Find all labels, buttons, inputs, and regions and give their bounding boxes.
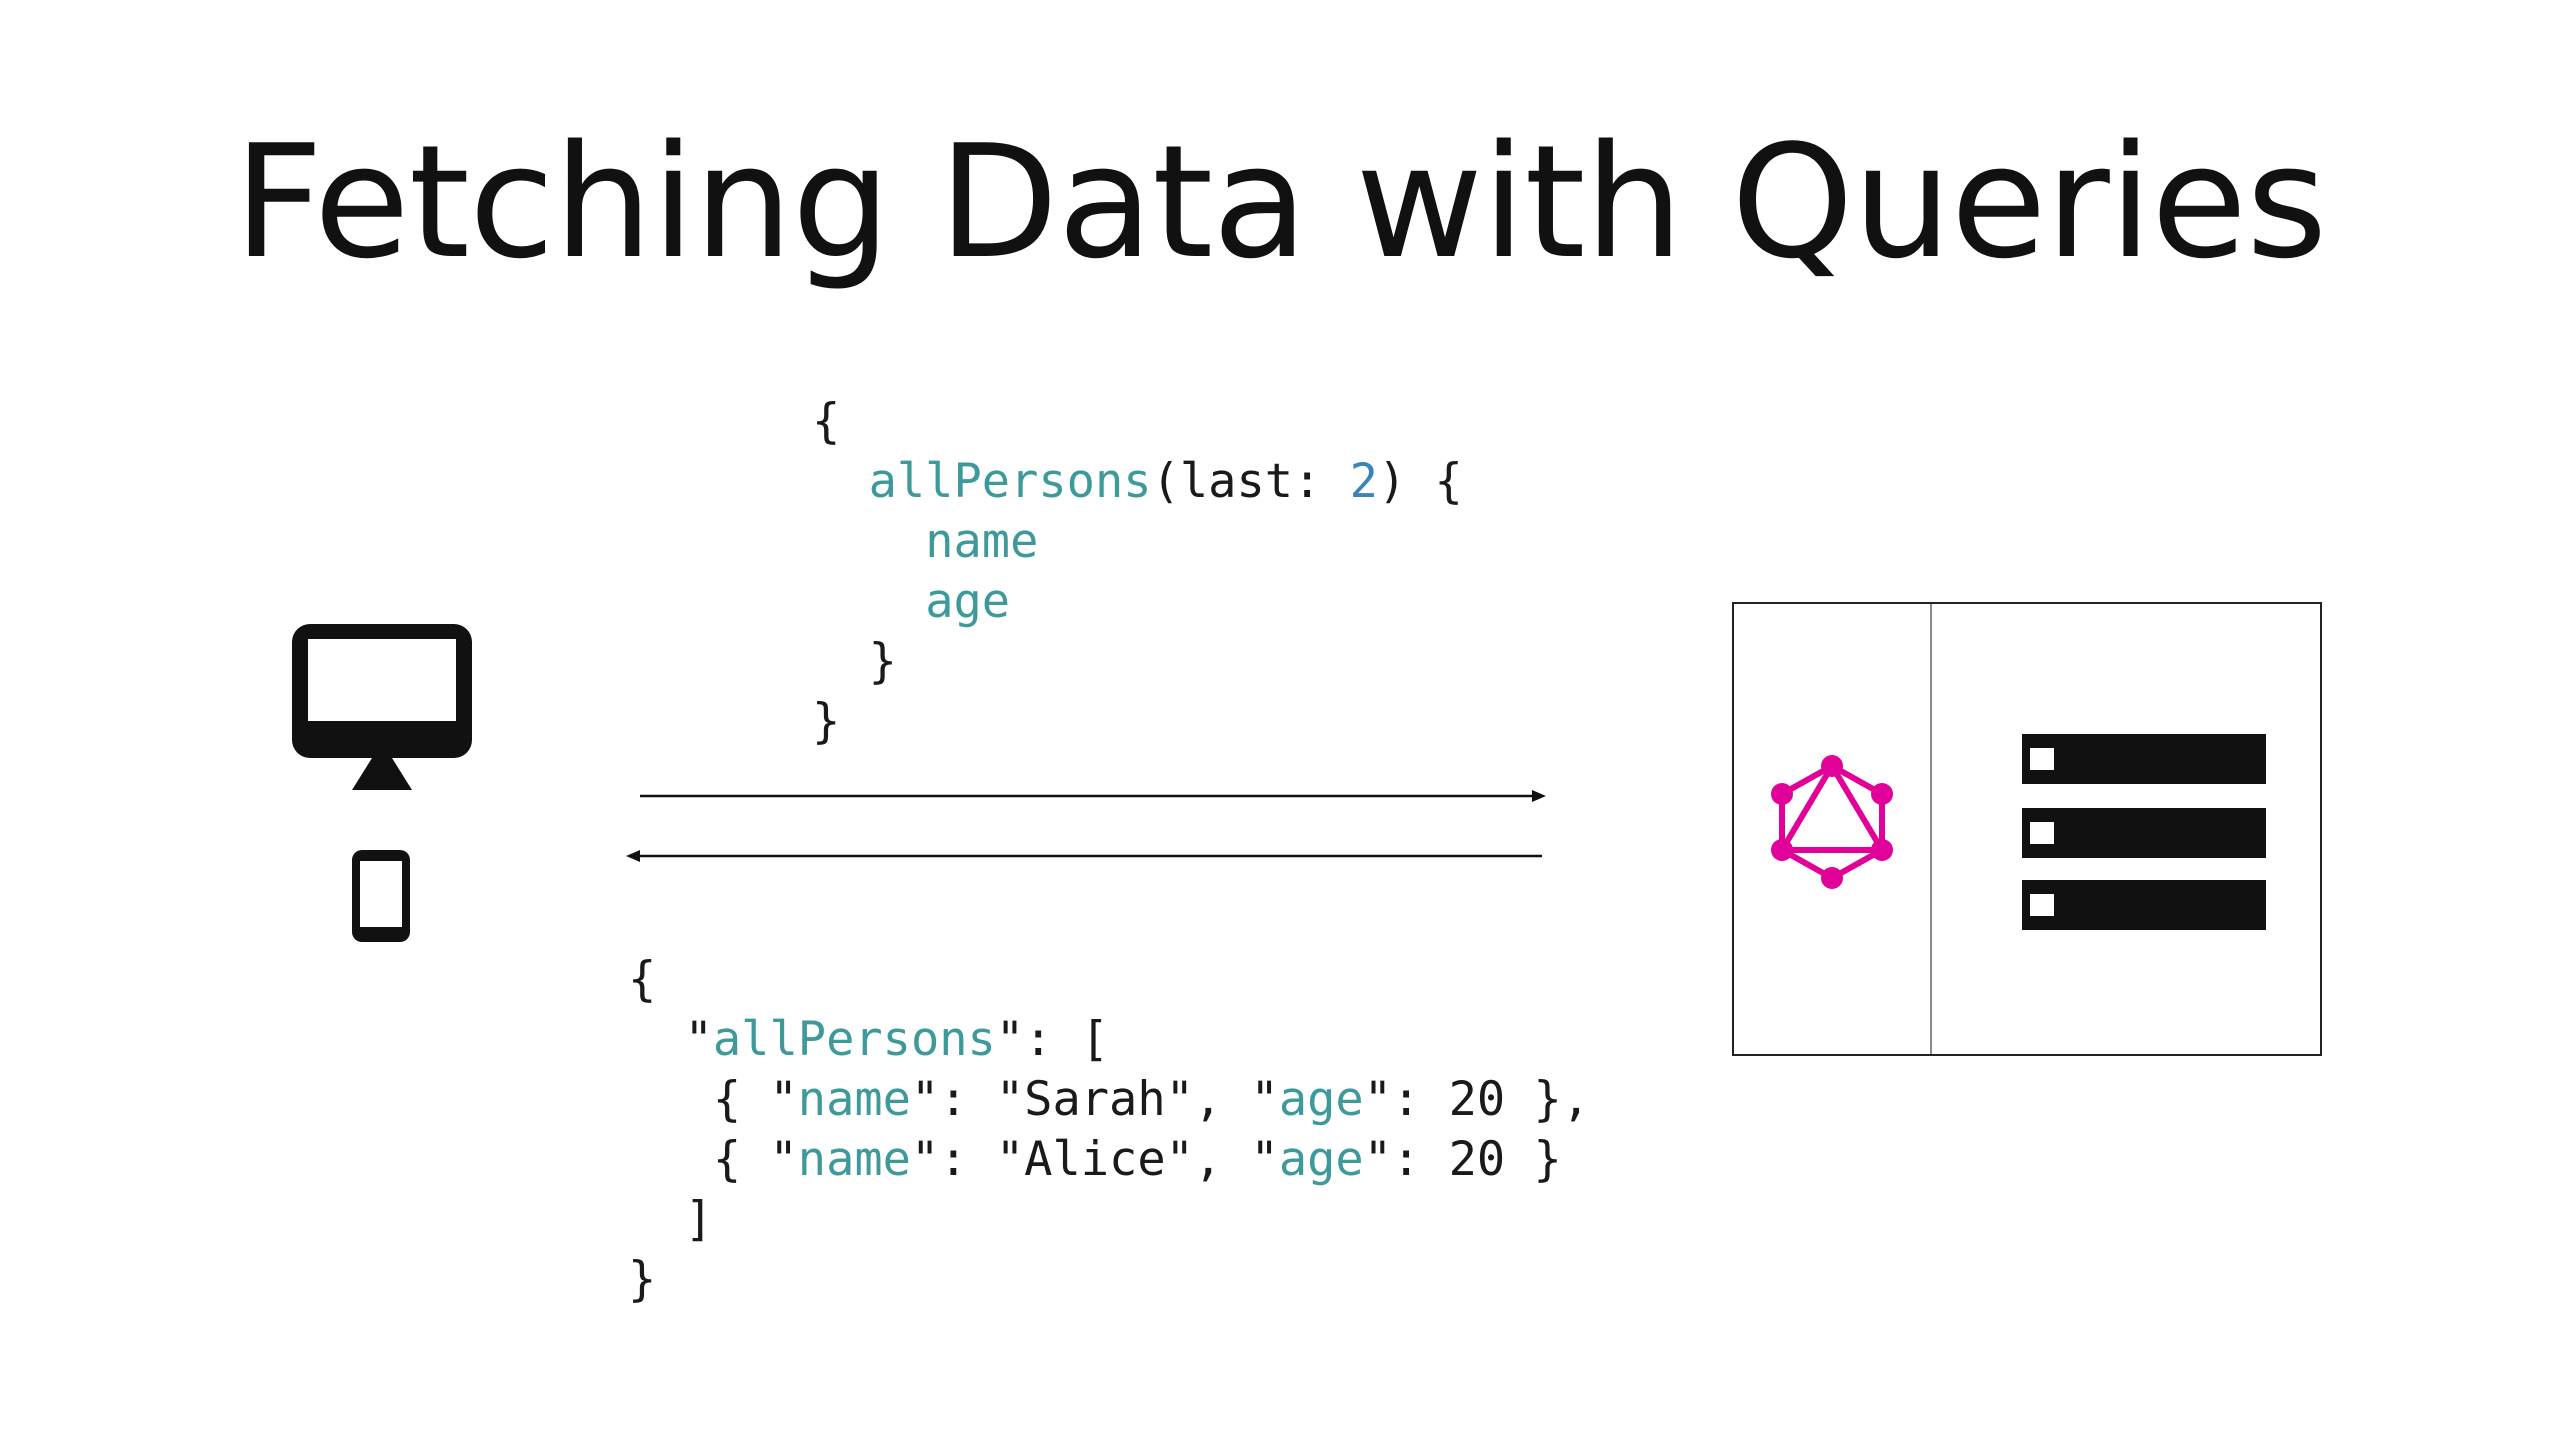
- code-line: {: [628, 952, 656, 1007]
- database-server-icon: [2022, 734, 2266, 930]
- code-line: }: [812, 694, 840, 749]
- code-punctuation: {: [628, 952, 657, 1007]
- server-box: [1732, 602, 2322, 1056]
- code-punctuation: ]: [628, 1192, 713, 1247]
- code-line: { "name": "Alice", "age": 20 }: [628, 1132, 1562, 1187]
- code-punctuation: ": 20 }: [1363, 1132, 1562, 1187]
- code-punctuation: ": "Alice", ": [910, 1132, 1279, 1187]
- code-line: }: [628, 1252, 656, 1307]
- code-punctuation: [812, 514, 925, 569]
- code-line: }: [812, 634, 897, 689]
- desktop-monitor-icon: [292, 624, 472, 790]
- code-punctuation: ": "Sarah", ": [910, 1072, 1279, 1127]
- code-key: age: [925, 574, 1011, 629]
- code-line: name: [812, 514, 1038, 569]
- code-line: {: [812, 394, 840, 449]
- code-punctuation: ": [628, 1012, 713, 1067]
- code-punctuation: }: [812, 634, 897, 689]
- graphql-query-code: { allPersons(last: 2) { name age } }: [812, 392, 1463, 752]
- code-number: 2: [1349, 454, 1378, 509]
- server-divider: [1930, 604, 1932, 1054]
- code-punctuation: { ": [628, 1072, 798, 1127]
- code-key: age: [1278, 1132, 1364, 1187]
- code-key: name: [797, 1132, 911, 1187]
- code-key: name: [925, 514, 1039, 569]
- code-punctuation: [812, 454, 869, 509]
- code-punctuation: [812, 574, 925, 629]
- code-line: allPersons(last: 2) {: [812, 454, 1463, 509]
- code-punctuation: {: [812, 394, 841, 449]
- code-punctuation: ": [: [995, 1012, 1110, 1067]
- code-key: allPersons: [712, 1012, 996, 1067]
- graphql-logo-icon: [1771, 755, 1893, 889]
- code-punctuation: }: [812, 694, 841, 749]
- json-response-code: { "allPersons": [ { "name": "Sarah", "ag…: [628, 950, 1590, 1310]
- request-arrow: [640, 790, 1546, 802]
- code-punctuation: (last:: [1151, 454, 1350, 509]
- code-line: "allPersons": [: [628, 1012, 1109, 1067]
- code-key: allPersons: [868, 454, 1152, 509]
- code-key: name: [797, 1072, 911, 1127]
- response-arrow: [626, 850, 1542, 862]
- code-punctuation: ": 20 },: [1363, 1072, 1591, 1127]
- code-key: age: [1278, 1072, 1364, 1127]
- code-punctuation: }: [628, 1252, 657, 1307]
- code-line: ]: [628, 1192, 713, 1247]
- code-punctuation: ) {: [1377, 454, 1463, 509]
- code-line: { "name": "Sarah", "age": 20 },: [628, 1072, 1590, 1127]
- slide-title: Fetching Data with Queries: [233, 111, 2328, 293]
- code-punctuation: { ": [628, 1132, 798, 1187]
- smartphone-icon: [352, 850, 410, 942]
- code-line: age: [812, 574, 1010, 629]
